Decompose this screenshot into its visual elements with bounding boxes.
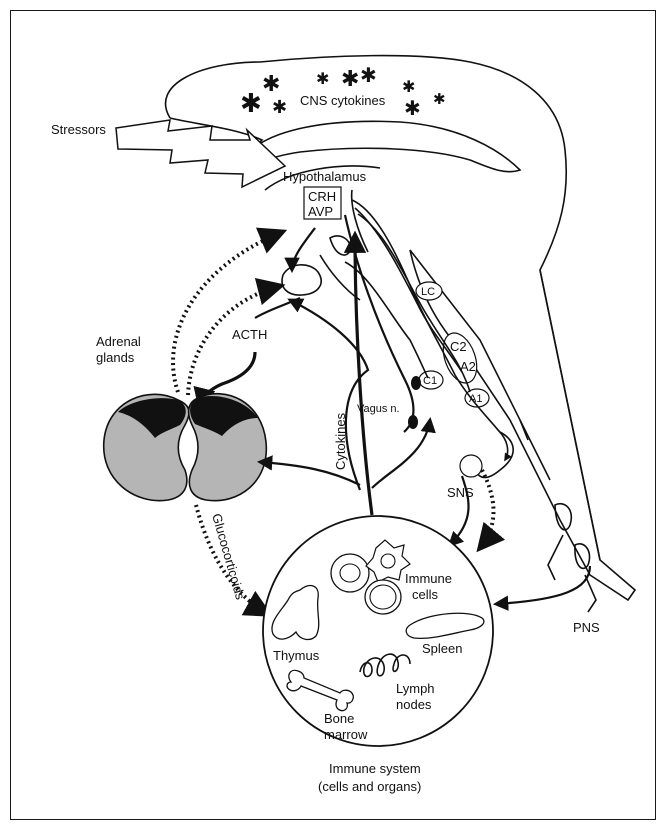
svg-text:✱: ✱ <box>341 67 359 92</box>
svg-text:✱: ✱ <box>433 90 446 108</box>
svg-text:✱: ✱ <box>262 72 280 97</box>
svg-text:✱: ✱ <box>272 97 287 118</box>
svg-text:✱: ✱ <box>360 63 377 87</box>
svg-text:✱: ✱ <box>316 69 329 88</box>
c2-label: C2 <box>450 339 467 354</box>
stressor-lightning-icon <box>116 120 285 187</box>
sns-label: SNS <box>447 485 474 500</box>
immune-cells-label-1: Immune <box>405 571 452 586</box>
lc-label: LC <box>421 286 435 298</box>
acth-label: ACTH <box>232 327 267 342</box>
hypothalamus-label: Hypothalamus <box>283 169 367 184</box>
lymph-label-2: nodes <box>396 697 432 712</box>
cytokine-asterisk-icon: ✱ ✱ ✱ ✱ ✱ ✱ ✱ ✱ ✱ <box>240 63 446 120</box>
crh-to-pituitary-arrow <box>292 228 315 270</box>
thymus-label: Thymus <box>273 648 320 663</box>
immune-cells-label-2: cells <box>412 587 439 602</box>
adrenal-label-2: glands <box>96 350 135 365</box>
immune-system-label-2: (cells and organs) <box>318 779 421 794</box>
svg-text:✱: ✱ <box>404 96 421 120</box>
c1-label: C1 <box>423 375 437 387</box>
svg-text:✱: ✱ <box>402 77 415 96</box>
sns-ganglion <box>460 455 482 477</box>
svg-text:✱: ✱ <box>240 89 262 119</box>
neural-pathways <box>345 200 513 478</box>
sns-dotted-arrow <box>480 470 494 548</box>
bone-label-1: Bone <box>324 711 354 726</box>
immune-system-label-1: Immune system <box>329 761 421 776</box>
cytokines-to-vagus-arrow <box>372 420 430 488</box>
pituitary <box>282 236 360 300</box>
stressors-label: Stressors <box>51 122 106 137</box>
adrenal-label-1: Adrenal <box>96 334 141 349</box>
lymph-label-1: Lymph <box>396 681 435 696</box>
crh-label: CRH <box>308 189 336 204</box>
spleen-label: Spleen <box>422 641 462 656</box>
pns-to-immune-arrow <box>496 566 590 604</box>
pns-label: PNS <box>573 620 600 635</box>
adrenal-glands <box>104 394 267 501</box>
avp-label: AVP <box>308 204 333 219</box>
cns-cytokines-label: CNS cytokines <box>300 93 386 108</box>
bone-label-2: marrow <box>324 727 368 742</box>
